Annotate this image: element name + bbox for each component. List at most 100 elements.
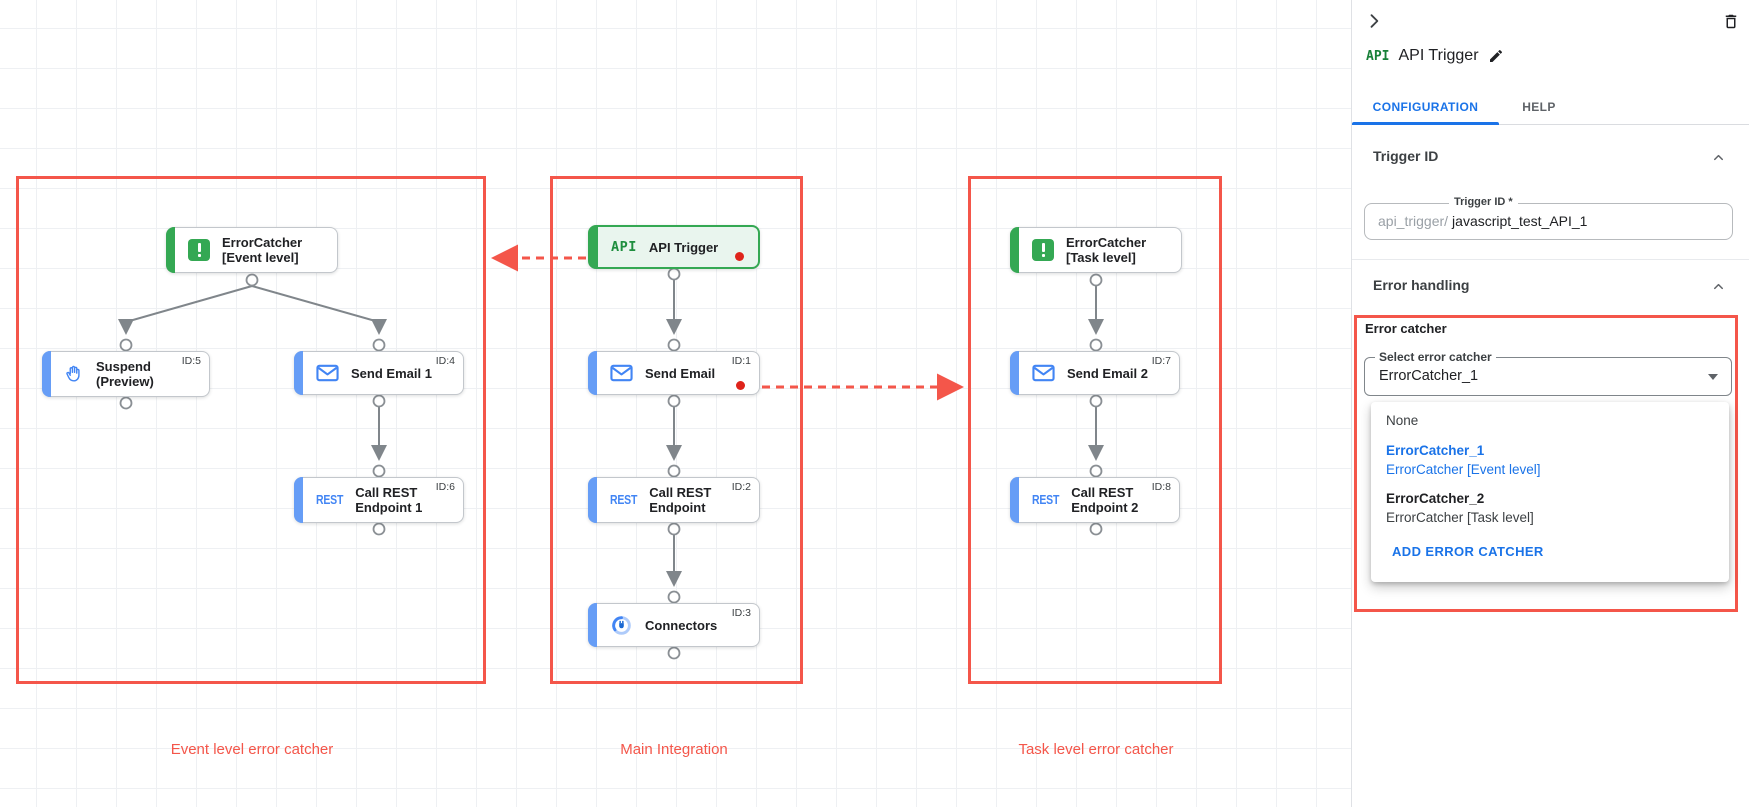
node-accent-bar <box>166 227 175 273</box>
edit-pencil-icon[interactable] <box>1488 48 1504 64</box>
node-id-badge: ID:6 <box>435 481 455 493</box>
task-level-group-box <box>968 176 1222 684</box>
collapse-section-chevron-up-icon[interactable] <box>1711 150 1726 165</box>
active-tab-underline <box>1352 122 1499 125</box>
delete-trigger-trash-icon[interactable] <box>1722 12 1740 31</box>
node-accent-bar <box>588 351 597 395</box>
node-label: Endpoint 1 <box>355 500 423 515</box>
api-trigger-badge-icon: API <box>1366 48 1390 64</box>
select-error-catcher-label: Select error catcher <box>1375 350 1496 364</box>
option-errorcatcher-2-subtitle[interactable]: ErrorCatcher [Task level] <box>1386 510 1534 525</box>
connectors-icon <box>612 615 631 635</box>
node-accent-bar <box>42 351 51 397</box>
caption-event-level: Event level error catcher <box>170 741 334 758</box>
node-label: Call REST <box>649 485 712 500</box>
node-accent-bar <box>1010 227 1019 273</box>
config-panel: API API Trigger CONFIGURATION HELP Trigg… <box>1351 0 1749 807</box>
node-label: Send Email <box>645 365 716 381</box>
email-icon <box>316 364 339 382</box>
node-label: Suspend <box>96 359 151 374</box>
panel-title: API Trigger <box>1398 47 1479 64</box>
error-catcher-annotation-box <box>1354 315 1738 612</box>
node-id-badge: ID:3 <box>731 607 751 619</box>
node-send-email[interactable]: Send Email ID:1 <box>588 351 760 395</box>
trigger-id-input-value: api_trigger/javascript_test_API_1 <box>1378 204 1587 239</box>
tab-help[interactable]: HELP <box>1522 99 1556 114</box>
error-catcher-icon <box>188 239 210 261</box>
node-accent-bar <box>294 477 303 523</box>
node-suspend[interactable]: Suspend(Preview) ID:5 <box>42 351 210 397</box>
error-catcher-icon <box>1032 239 1054 261</box>
node-connectors[interactable]: Connectors ID:3 <box>588 603 760 647</box>
event-level-group-box <box>16 176 486 684</box>
option-errorcatcher-2-title[interactable]: ErrorCatcher_2 <box>1386 491 1485 506</box>
email-icon <box>1032 364 1055 382</box>
node-id-badge: ID:8 <box>1151 481 1171 493</box>
suspend-hand-icon <box>66 365 80 382</box>
caption-main-integration: Main Integration <box>620 741 728 758</box>
main-integration-group-box <box>550 176 803 684</box>
node-label: (Preview) <box>96 374 154 389</box>
option-errorcatcher-1-subtitle[interactable]: ErrorCatcher [Event level] <box>1386 462 1541 477</box>
node-api-trigger[interactable]: API API Trigger <box>588 225 760 269</box>
node-label: Call REST <box>1071 485 1134 500</box>
node-id-badge: ID:7 <box>1151 355 1171 367</box>
section-error-handling: Error handling <box>1373 277 1470 293</box>
error-catcher-dot <box>736 381 745 390</box>
rest-logo-icon: REST <box>610 492 638 508</box>
node-label: [Task level] <box>1066 250 1136 265</box>
node-label: Send Email 2 <box>1067 365 1148 381</box>
node-id-badge: ID:2 <box>731 481 751 493</box>
section-trigger-id: Trigger ID <box>1373 148 1439 164</box>
trigger-id-value: javascript_test_API_1 <box>1452 213 1588 229</box>
node-label: Send Email 1 <box>351 365 432 381</box>
select-error-catcher-dropdown[interactable]: Select error catcher ErrorCatcher_1 <box>1364 350 1732 396</box>
error-catcher-options-menu: None ErrorCatcher_1 ErrorCatcher [Event … <box>1371 402 1729 582</box>
node-label: [Event level] <box>222 250 299 265</box>
node-label: Endpoint <box>649 500 706 515</box>
error-catcher-group-label: Error catcher <box>1365 321 1447 336</box>
rest-logo-icon: REST <box>1032 492 1060 508</box>
option-none[interactable]: None <box>1386 413 1419 428</box>
section-divider <box>1352 259 1749 260</box>
node-accent-bar <box>1010 477 1019 523</box>
option-errorcatcher-1-title[interactable]: ErrorCatcher_1 <box>1386 443 1485 458</box>
selected-error-catcher-value: ErrorCatcher_1 <box>1379 368 1479 384</box>
node-error-catcher-event[interactable]: ErrorCatcher[Event level] <box>166 227 338 273</box>
node-label: API Trigger <box>648 239 719 255</box>
node-error-catcher-task[interactable]: ErrorCatcher[Task level] <box>1010 227 1182 273</box>
email-icon <box>610 364 633 382</box>
node-label: Call REST <box>355 485 418 500</box>
node-accent-bar <box>1010 351 1019 395</box>
integration-canvas[interactable]: Event level error catcher Main Integrati… <box>0 0 1351 807</box>
dropdown-caret-icon <box>1708 374 1718 380</box>
node-label: ErrorCatcher <box>1066 235 1147 250</box>
node-accent-bar <box>294 351 303 395</box>
node-label: Endpoint 2 <box>1071 500 1139 515</box>
trigger-id-input[interactable]: Trigger ID * api_trigger/javascript_test… <box>1364 196 1733 240</box>
panel-tabs: CONFIGURATION HELP <box>1352 88 1749 125</box>
node-label: Connectors <box>645 617 718 633</box>
tab-configuration[interactable]: CONFIGURATION <box>1372 99 1479 114</box>
collapse-panel-chevron-icon[interactable] <box>1364 11 1384 31</box>
collapse-section-chevron-up-icon[interactable] <box>1711 279 1726 294</box>
node-send-email-1[interactable]: Send Email 1 ID:4 <box>294 351 464 395</box>
add-error-catcher-button[interactable]: ADD ERROR CATCHER <box>1392 544 1544 559</box>
caption-task-level: Task level error catcher <box>1018 741 1174 758</box>
node-id-badge: ID:4 <box>435 355 455 367</box>
node-accent-bar <box>588 477 597 523</box>
trigger-id-prefix: api_trigger/ <box>1378 213 1449 229</box>
node-accent-bar <box>588 603 597 647</box>
node-id-badge: ID:1 <box>731 355 751 367</box>
node-send-email-2[interactable]: Send Email 2 ID:7 <box>1010 351 1180 395</box>
node-accent-bar <box>589 226 598 268</box>
trigger-id-input-label: Trigger ID * <box>1449 196 1518 208</box>
node-label: ErrorCatcher <box>222 235 303 250</box>
api-logo-icon: API <box>611 239 637 255</box>
node-id-badge: ID:5 <box>181 355 201 367</box>
error-catcher-dot <box>735 252 744 261</box>
